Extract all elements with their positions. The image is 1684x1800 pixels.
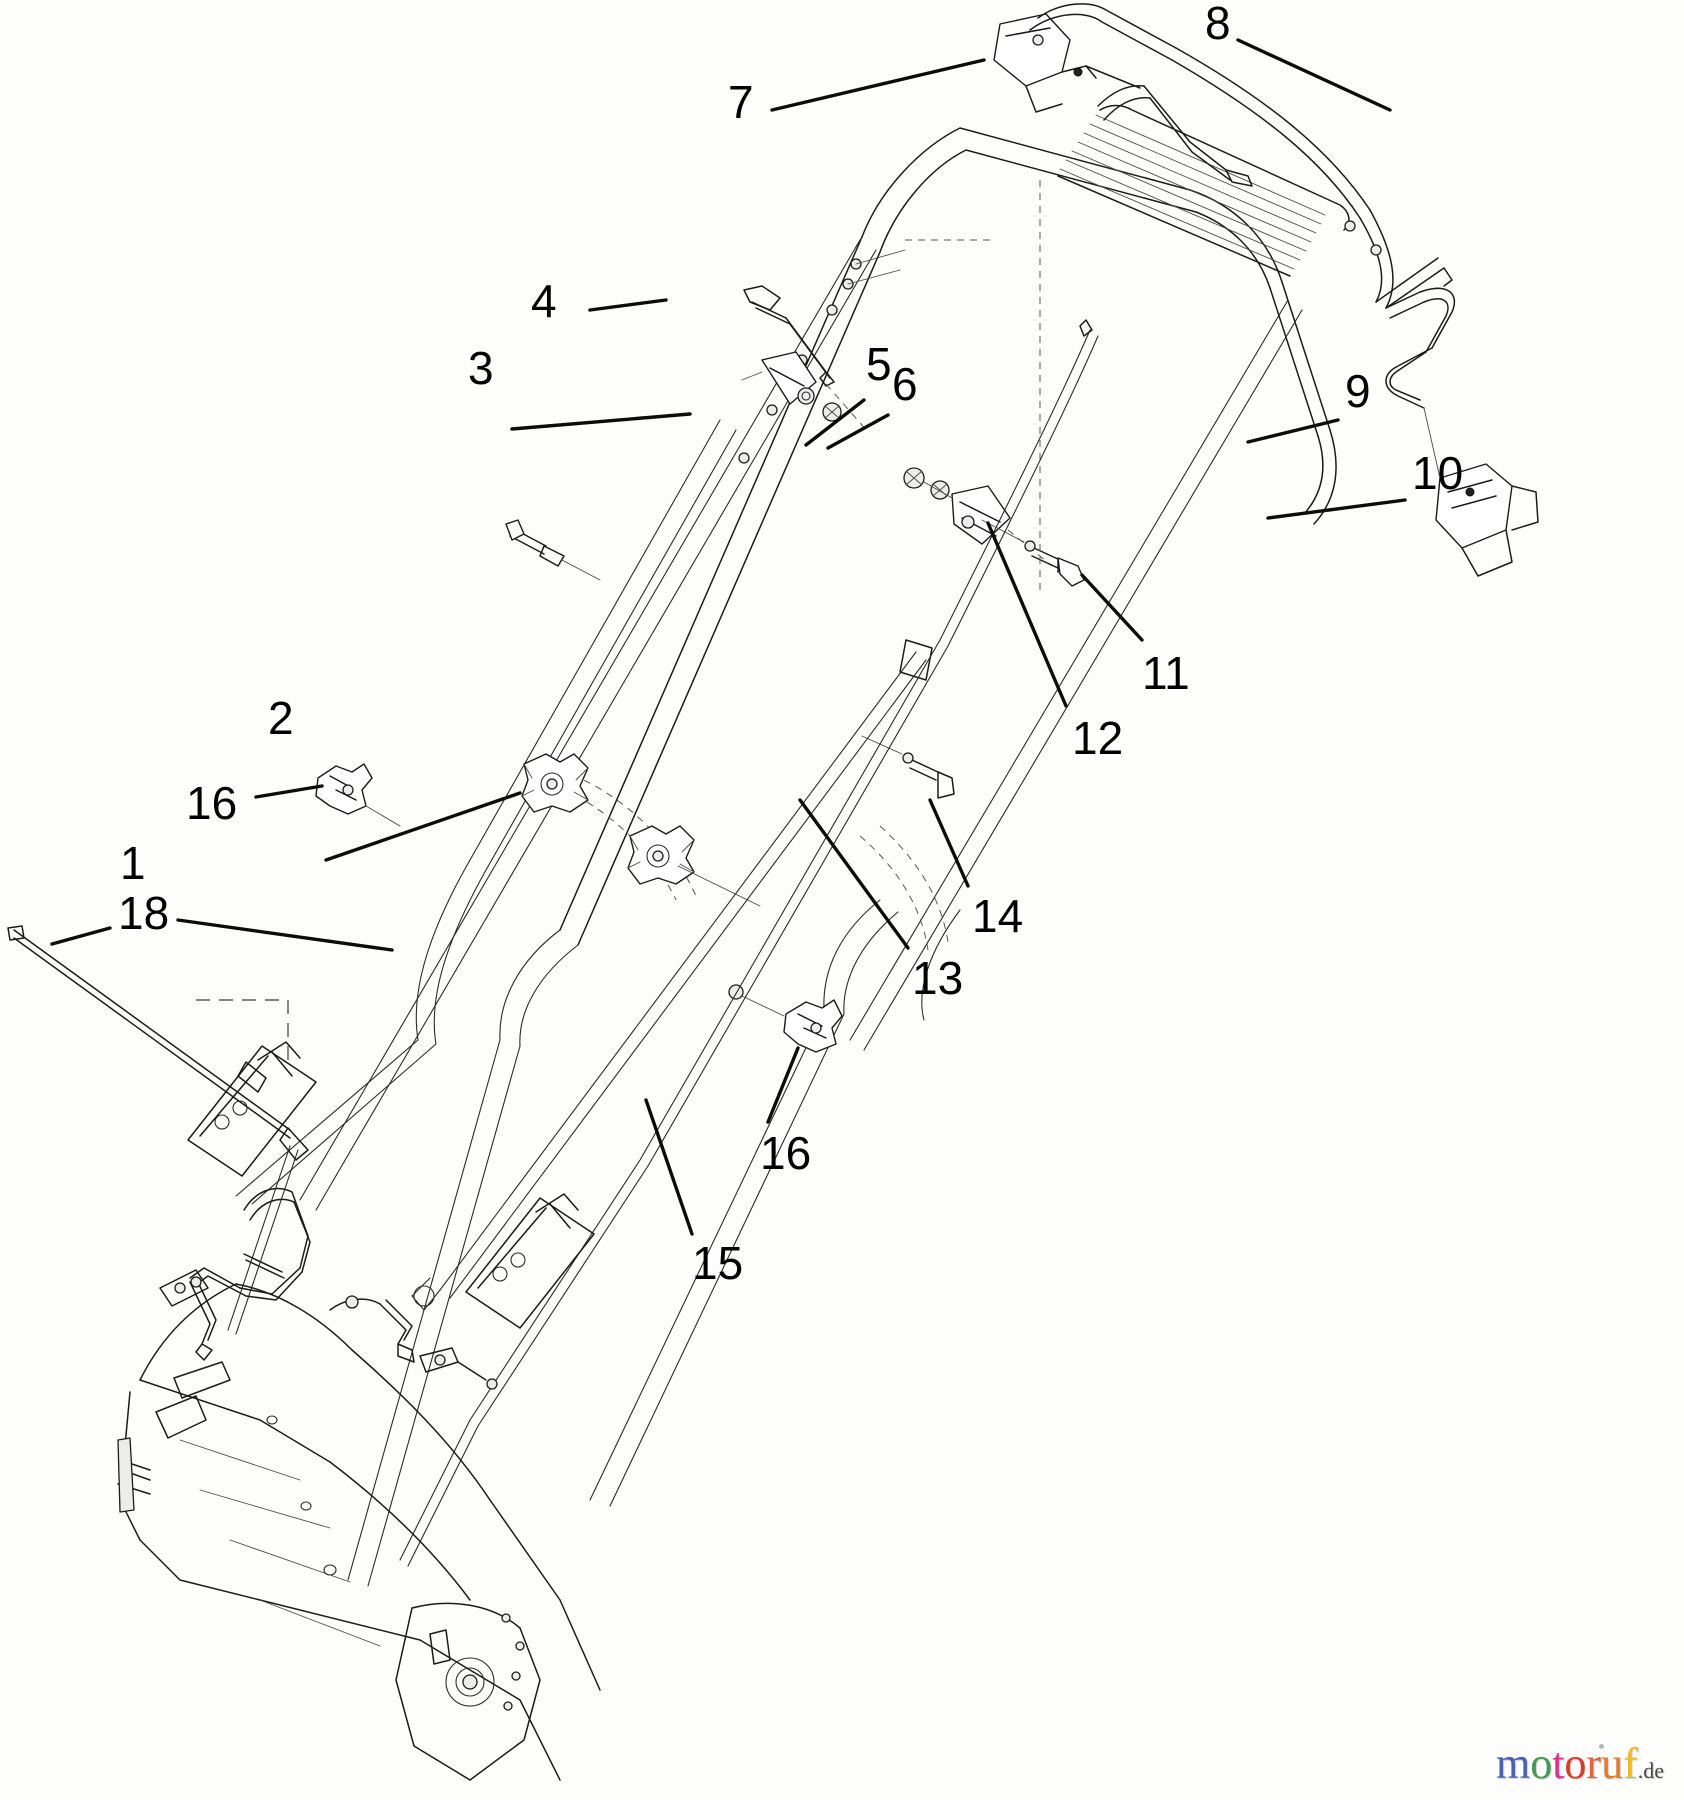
callout-leader-lines (50, 38, 1407, 1236)
deck-bracket-bolts (159, 1269, 498, 1390)
part-3-left-handle-tube (235, 239, 906, 1211)
callout-label-15: 15 (692, 1237, 744, 1289)
leader-line-9 (1246, 418, 1340, 444)
watermark-letter-3: o (1564, 1739, 1587, 1788)
leader-line-13 (798, 798, 910, 950)
callout-label-12: 12 (1072, 712, 1124, 764)
leader-line-16b (766, 1046, 800, 1124)
callout-label-13: 13 (912, 952, 964, 1004)
mower-deck-housing (117, 1283, 601, 1781)
callout-label-7: 7 (728, 76, 754, 128)
leader-line-8 (1236, 38, 1392, 112)
part-4-spring-clip (743, 285, 869, 433)
part-16-wing-nut-upper-left (315, 763, 401, 827)
part-9-10-lever-assembly (1385, 287, 1539, 577)
watermark-letter-6: f (1623, 1739, 1638, 1788)
leader-line-4 (588, 298, 668, 312)
watermark-letter-2: t (1552, 1739, 1565, 1788)
callout-label-16b: 16 (760, 1127, 812, 1179)
star-knob-lower (627, 825, 761, 907)
leader-line-10 (1266, 498, 1407, 520)
leader-line-6 (826, 413, 890, 450)
leader-line-7 (770, 58, 986, 112)
upper-handle-bar (559, 127, 1337, 946)
deck-crank-rod (189, 1187, 311, 1361)
leader-line-3 (510, 412, 692, 431)
leader-line-1 (176, 918, 394, 952)
leader-line-5 (804, 398, 866, 447)
part-16-wing-nut-lower (728, 984, 843, 1053)
height-adjust-plate-right (465, 1193, 595, 1329)
part-11-bolt (981, 519, 1085, 587)
callout-label-14: 14 (972, 890, 1024, 942)
part-8-bail-rod (1029, 3, 1453, 309)
callout-label-2: 2 (268, 692, 294, 744)
part-2-star-knob-upper (521, 753, 589, 813)
leader-line-11 (1080, 573, 1144, 642)
callout-label-10: 10 (1412, 447, 1464, 499)
part-15-cable-rod (411, 639, 933, 1311)
leader-line-14 (928, 798, 970, 888)
part-14-carriage-bolt (861, 735, 955, 799)
leader-line-2 (324, 791, 522, 862)
hex-bolt-left (505, 519, 601, 581)
leader-line-12 (986, 521, 1068, 708)
motoruf-watermark-logo: motoruf.de (1496, 1742, 1664, 1786)
watermark-letter-4: r (1586, 1739, 1602, 1788)
callout-label-8: 8 (1205, 0, 1231, 49)
leader-line-16a (254, 784, 324, 799)
callout-label-18: 18 (118, 887, 170, 939)
watermark-letter-1: o (1530, 1739, 1553, 1788)
watermark-letter-0: m (1495, 1739, 1531, 1788)
height-adjust-plate-left (187, 999, 317, 1177)
callout-label-4: 4 (531, 275, 557, 327)
callout-label-9: 9 (1345, 365, 1371, 417)
watermark-tld: .de (1637, 1758, 1664, 1783)
watermark-letter-5: u (1601, 1739, 1624, 1788)
watermark-dot-accent (1599, 1744, 1604, 1749)
callout-label-16a: 16 (186, 777, 238, 829)
part-1-18-control-cable (7, 319, 1099, 1567)
callout-label-3: 3 (468, 342, 494, 394)
leader-line-15 (644, 1098, 694, 1236)
part-13-right-handle-tube (849, 180, 1303, 1051)
lower-handle-bend (347, 769, 949, 1587)
leader-line-18 (50, 926, 112, 946)
part-5-6-bracket-washer-nut (741, 351, 842, 422)
handle-grip-ribbing (1057, 104, 1350, 277)
part-7-control-lever (993, 13, 1141, 113)
callout-label-1: 1 (120, 837, 146, 889)
callout-label-11: 11 (1142, 647, 1190, 699)
callout-label-5: 5 (866, 338, 892, 390)
callout-label-6: 6 (892, 358, 918, 410)
